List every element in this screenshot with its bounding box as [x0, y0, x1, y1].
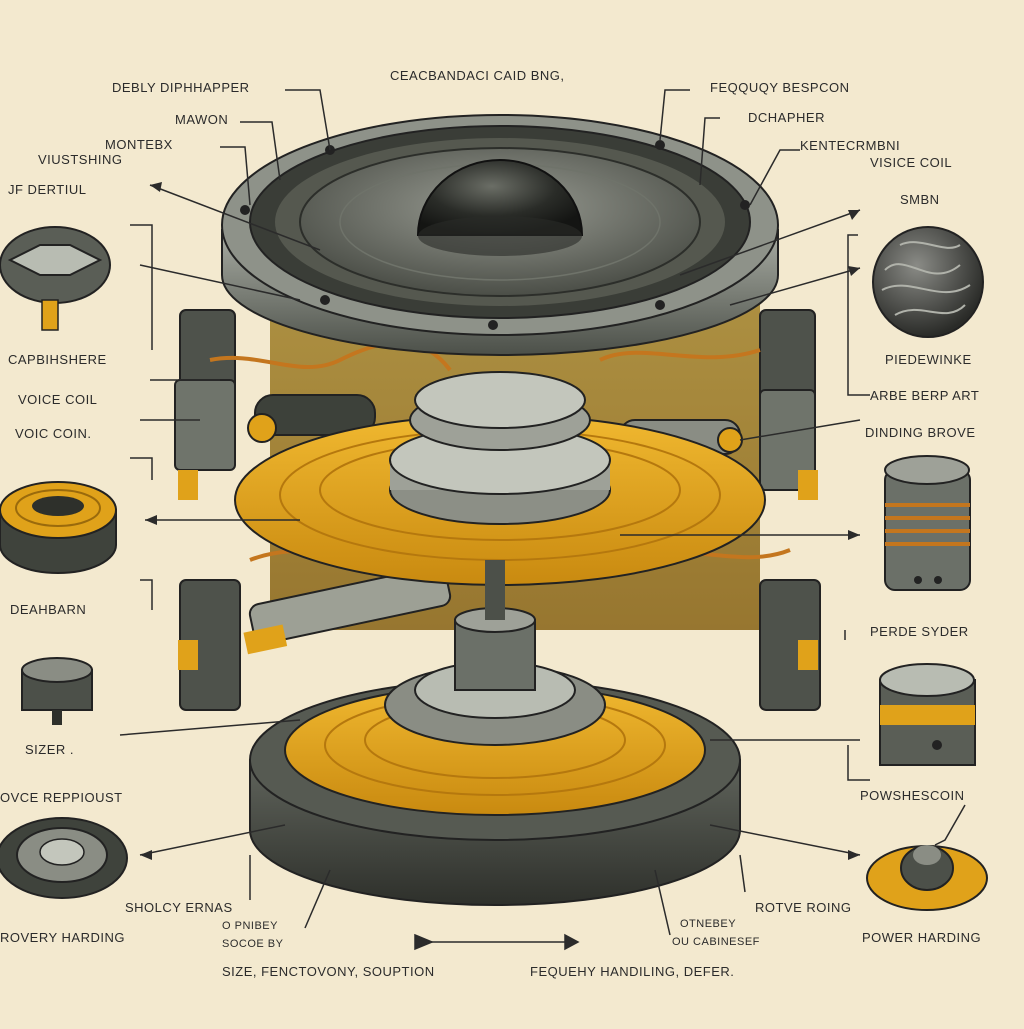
- label-arbe-berp-art: ARBE BERP ART: [870, 388, 980, 403]
- label-viustshing: VIUSTSHING: [38, 152, 123, 167]
- label-bottom-left-caption: SIZE, FENCTOVONY, SOUPTION: [222, 964, 435, 979]
- label-top-center: CEACBANDACI CAID BNG,: [390, 68, 565, 83]
- terminal-bracket-icon: [0, 226, 111, 331]
- label-capbishere: CAPBIHSHERE: [8, 352, 107, 367]
- label-mawon: MAWON: [175, 112, 229, 127]
- label-debly: DEBLY DIPHHAPPER: [112, 80, 250, 95]
- label-opnibey: O PNIBEY: [222, 920, 278, 932]
- label-sizer: SIZER .: [25, 742, 75, 757]
- label-visice-coil: VISICE COIL: [870, 155, 953, 170]
- label-power-harding: POWER HARDING: [862, 930, 982, 945]
- cylinder-magnet-icon: [879, 663, 976, 766]
- label-powshescoin: POWSHESCOIN: [860, 788, 965, 803]
- label-fequqy: FEQQUQY BESPCON: [710, 80, 850, 95]
- label-bottom-right-caption: FEQUEHY HANDILING, DEFER.: [530, 964, 735, 979]
- label-voice-coil-left: VOICE COIL: [18, 392, 98, 407]
- yellow-mount-icon: [866, 845, 988, 911]
- label-perde-syder: PERDE SYDER: [870, 624, 969, 639]
- label-socoe-by: SOCOE BY: [222, 938, 284, 950]
- label-montebx: MONTEBX: [105, 137, 173, 152]
- textured-sphere-icon: [872, 226, 984, 338]
- arrowheads: [140, 182, 860, 860]
- label-dinding-brove: DINDING BROVE: [865, 425, 976, 440]
- label-deahbarn: DEAHBARN: [10, 602, 87, 617]
- voice-coil-stack: [389, 371, 611, 525]
- label-kentecrmbni: KENTECRMBNI: [800, 138, 901, 153]
- label-rotve-roing: ROTVE ROING: [755, 900, 852, 915]
- leader-lines: [119, 89, 966, 951]
- label-piedewinke: PIEDEWINKE: [885, 352, 972, 367]
- label-jf-dertiul: JF DERTIUL: [8, 182, 87, 197]
- label-ou-cabinesef: OU CABINESEF: [672, 936, 760, 948]
- coil-ring-icon: [0, 481, 117, 574]
- label-rovery-harding: ROVERY HARDING: [0, 930, 125, 945]
- label-shoicy-ernas: SHOLCY ERNAS: [125, 900, 233, 915]
- speaker-base: [249, 560, 741, 906]
- label-voic-coin: VOIC COIN.: [15, 426, 92, 441]
- label-ovce-reppioust: OVCE REPPIOUST: [0, 790, 123, 805]
- stacked-disc-icon: [21, 657, 93, 725]
- label-dchapher: DCHAPHER: [748, 110, 825, 125]
- label-smbn: SMBN: [900, 192, 940, 207]
- label-otnebey: OTNEBEY: [680, 918, 737, 930]
- speaker-top: [221, 114, 779, 356]
- tweeter-cup-icon: [0, 817, 128, 899]
- wound-bobbin-icon: [884, 455, 971, 591]
